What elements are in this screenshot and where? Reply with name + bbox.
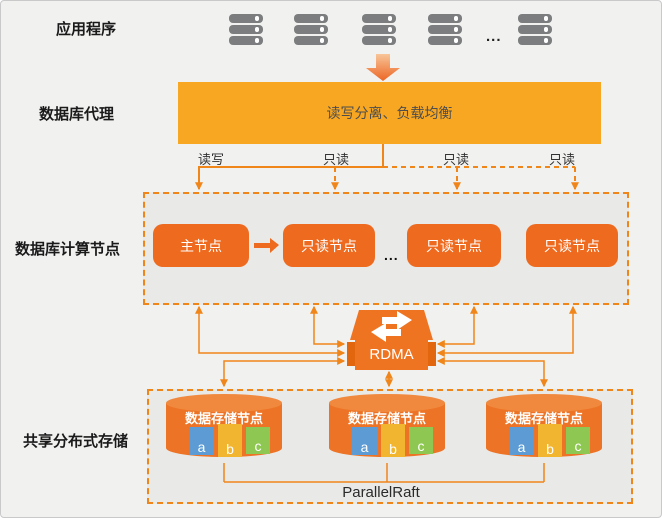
compute-section-label: 数据库计算节点 [15, 241, 121, 258]
storage-section-label: 共享分布式存储 [23, 433, 129, 450]
readonly-node-2: 只读节点 [407, 224, 501, 267]
storage-node-label: 数据存储节点 [504, 411, 583, 426]
segment-c: c [246, 427, 270, 454]
server-bar [229, 14, 263, 23]
server-icon [518, 14, 552, 47]
readonly-node-label: 只读节点 [544, 237, 600, 254]
server-icon [362, 14, 396, 47]
readonly-node-label: 只读节点 [301, 237, 357, 254]
server-bar [362, 14, 396, 23]
server-bar [518, 36, 552, 45]
app-ellipsis: ... [486, 28, 502, 45]
segment-c: c [409, 427, 433, 454]
switch-arrow-right [382, 311, 412, 330]
server-bar [362, 25, 396, 34]
server-bar [428, 25, 462, 34]
readonly-node-1: 只读节点 [283, 224, 375, 267]
server-bar [229, 36, 263, 45]
storage-node-1: 数据存储节点 a b c [166, 394, 282, 464]
server-bar [294, 14, 328, 23]
proxy-section-label: 数据库代理 [39, 106, 115, 123]
rdma-label: RDMA [369, 345, 414, 363]
server-bar [428, 14, 462, 23]
dist-label-readwrite: 读写 [197, 152, 224, 167]
storage-node-2: 数据存储节点 a b c [329, 394, 445, 464]
primary-node: 主节点 [153, 224, 249, 267]
storage-node-3: 数据存储节点 a b c [486, 394, 602, 464]
proxy-box: 读写分离、负载均衡 [178, 82, 601, 144]
dist-label-readonly-2: 只读 [442, 152, 469, 167]
segment-b: b [218, 424, 242, 457]
server-bar [428, 36, 462, 45]
dist-label-readonly-1: 只读 [322, 152, 349, 167]
primary-node-label: 主节点 [180, 237, 222, 254]
server-bar [362, 36, 396, 45]
cylinder-top [486, 394, 602, 412]
compute-ellipsis: ... [384, 247, 399, 263]
segment-b: b [538, 424, 562, 457]
server-icon [229, 14, 263, 47]
dist-label-readonly-3: 只读 [548, 152, 575, 167]
readonly-node-3: 只读节点 [526, 224, 618, 267]
segment-c: c [566, 427, 590, 454]
server-bar [518, 25, 552, 34]
readonly-node-label: 只读节点 [426, 237, 482, 254]
storage-node-label: 数据存储节点 [184, 411, 263, 426]
server-icon [428, 14, 462, 47]
segment-a: a [352, 427, 377, 455]
server-bar [294, 25, 328, 34]
cylinder-top [166, 394, 282, 412]
server-bar [229, 25, 263, 34]
parallelraft-label: ParallelRaft [342, 484, 420, 501]
segment-a: a [189, 427, 214, 455]
app-section-label: 应用程序 [56, 21, 117, 38]
proxy-box-text: 读写分离、负载均衡 [326, 105, 453, 121]
server-icon [294, 14, 328, 47]
distribution-lines [195, 144, 579, 191]
segment-a: a [509, 427, 534, 455]
cylinder-top [329, 394, 445, 412]
app-to-proxy-arrow [366, 54, 400, 81]
server-bar [518, 14, 552, 23]
storage-node-label: 数据存储节点 [347, 411, 426, 426]
server-bar [294, 36, 328, 45]
segment-b: b [381, 424, 405, 457]
